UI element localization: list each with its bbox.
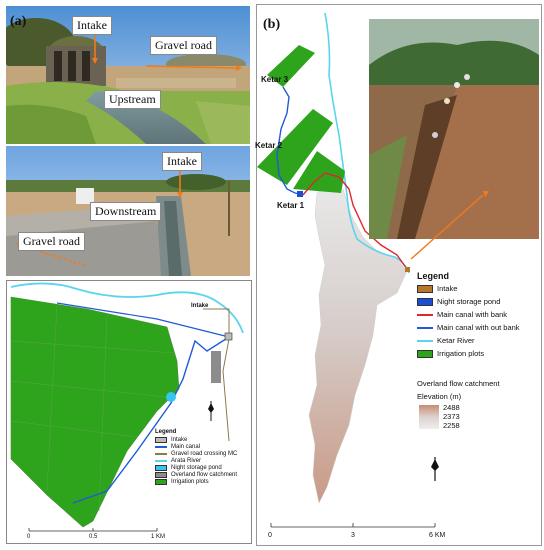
legend-item: Main canal with bank xyxy=(417,310,541,319)
legend-label: Main canal with out bank xyxy=(437,323,520,332)
label-gravel-road-bottom: Gravel road xyxy=(18,232,85,251)
legend-label: Irrigation plots xyxy=(437,349,485,358)
scale-b-2: 6 KM xyxy=(429,532,446,539)
label-gravel-road-top: Gravel road xyxy=(150,36,217,55)
scale-b-0: 0 xyxy=(268,532,272,539)
label-upstream: Upstream xyxy=(104,90,161,109)
legend-swatch xyxy=(155,479,167,485)
ketar-river xyxy=(324,12,410,274)
legend-b-elev-low: 2258 xyxy=(443,421,460,430)
legend-label: Night storage pond xyxy=(437,297,501,306)
main-canal-a xyxy=(72,336,230,504)
label-downstream: Downstream xyxy=(90,202,162,221)
photo-upstream: Intake Gravel road Upstream xyxy=(6,6,250,144)
legend-swatch xyxy=(155,437,167,443)
night-storage-pond-b xyxy=(297,191,303,197)
legend-a-title: Legend xyxy=(155,429,177,435)
plot-ketar-2 xyxy=(257,109,333,185)
legend-label: Main canal xyxy=(171,444,201,450)
legend-swatch xyxy=(155,453,167,455)
legend-item: Irrigation plots xyxy=(155,479,249,485)
legend-swatch xyxy=(417,349,433,358)
main-canal-with-bank xyxy=(302,172,408,270)
night-storage-pond-a xyxy=(166,392,176,402)
overland-catchment-a xyxy=(211,351,221,383)
legend-label: Gravel road crossing MC xyxy=(171,451,238,457)
plot-ketar-1 xyxy=(293,151,345,193)
legend-swatch xyxy=(155,460,167,462)
legend-label: Arata River xyxy=(171,458,202,464)
legend-item: Gravel road crossing MC xyxy=(155,451,249,457)
scale-a-1: 0.5 xyxy=(89,534,98,540)
legend-swatch xyxy=(417,313,433,316)
legend-b-title: Legend xyxy=(417,271,450,281)
panel-b-letter: (b) xyxy=(263,17,281,32)
panel-b: (b) Ketar 3 Ketar 2 Ketar 1 Legend Intak… xyxy=(255,4,542,546)
label-ketar-1: Ketar 1 xyxy=(277,201,305,210)
legend-label: Intake xyxy=(437,284,458,293)
legend-item: Main canal xyxy=(155,444,249,450)
legend-b-catchment: Overland flow catchment Elevation (m) 24… xyxy=(417,379,541,430)
scale-b-1: 3 xyxy=(351,532,355,539)
map-a-intake-label: Intake xyxy=(191,303,209,309)
legend-b-elev-mid: 2373 xyxy=(443,412,460,421)
main-canal-no-bank xyxy=(276,86,304,196)
legend-b-elev-high: 2488 xyxy=(443,403,460,412)
legend-label: Overland flow catchment xyxy=(171,472,238,478)
legend-item: Arata River xyxy=(155,458,249,464)
legend-label: Intake xyxy=(171,437,188,443)
legend-swatch xyxy=(417,297,433,306)
label-ketar-3: Ketar 3 xyxy=(261,75,289,84)
label-ketar-2: Ketar 2 xyxy=(255,141,283,150)
legend-label: Irrigation plots xyxy=(171,479,209,485)
legend-item: Intake xyxy=(417,284,541,293)
panel-a: Intake Gravel road Upstream (a) xyxy=(0,0,258,550)
legend-b-elevation-title: Elevation (m) xyxy=(417,392,462,401)
panel-a-letter: (a) xyxy=(10,14,27,29)
scale-a-0: 0 xyxy=(27,534,31,540)
legend-swatch xyxy=(417,326,433,329)
intake-a xyxy=(224,332,233,341)
photo-downstream: Intake Downstream Gravel road xyxy=(6,146,250,276)
irrigation-plots-a xyxy=(10,296,180,528)
label-intake-top: Intake xyxy=(72,16,112,35)
north-arrow-a xyxy=(208,401,214,421)
legend-item: Ketar River xyxy=(417,336,541,345)
legend-item: Night storage pond xyxy=(417,297,541,306)
legend-item: Overland flow catchment xyxy=(155,472,249,478)
scale-a-2: 1 KM xyxy=(151,534,166,540)
legend-swatch xyxy=(417,284,433,293)
legend-swatch xyxy=(155,465,167,471)
legend-label: Night storage pond xyxy=(171,465,222,471)
legend-swatch xyxy=(417,339,433,342)
elevation-bar xyxy=(419,405,439,429)
plot-ketar-3 xyxy=(267,45,315,87)
legend-label: Main canal with bank xyxy=(437,310,508,319)
legend-item: Irrigation plots xyxy=(417,349,541,358)
arata-river xyxy=(10,282,244,334)
intake-b xyxy=(405,267,410,272)
legend-label: Ketar River xyxy=(437,336,475,345)
label-intake-bottom: Intake xyxy=(162,152,202,171)
canal-photo-inset xyxy=(369,19,539,260)
legend-item: Night storage pond xyxy=(155,465,249,471)
legend-swatch xyxy=(155,472,167,478)
north-arrow-b xyxy=(431,457,439,481)
legend-item: Intake xyxy=(155,437,249,443)
legend-b-catchment-title: Overland flow catchment xyxy=(417,379,500,388)
legend-item: Main canal with out bank xyxy=(417,323,541,332)
legend-swatch xyxy=(155,446,167,448)
